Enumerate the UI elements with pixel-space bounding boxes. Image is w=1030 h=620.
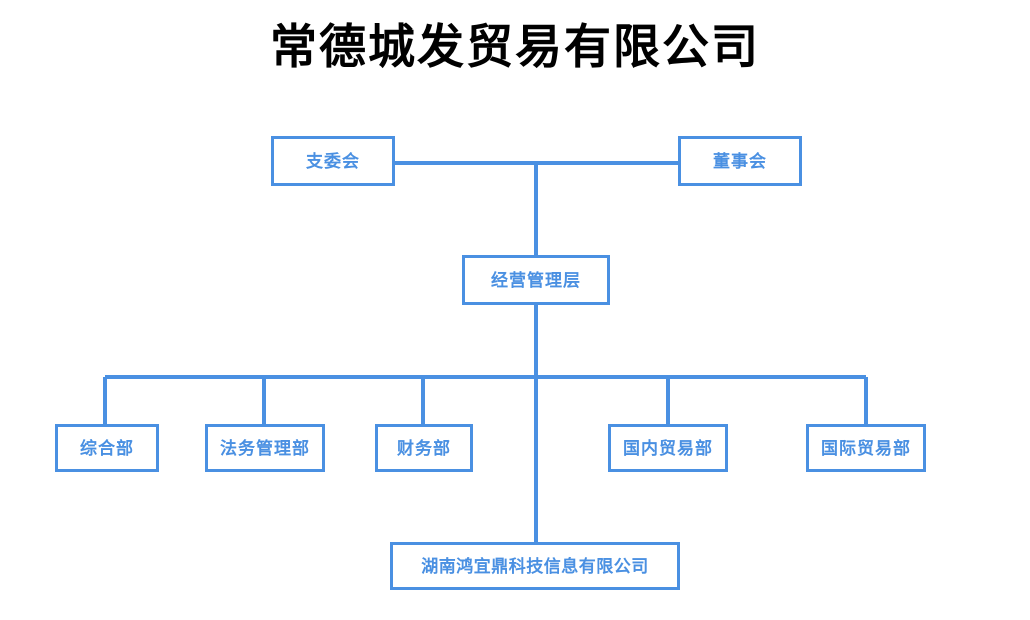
node-domestic-trade-department[interactable]: 国内贸易部 bbox=[608, 424, 728, 472]
page-title: 常德城发贸易有限公司 bbox=[270, 22, 760, 74]
node-management-layer[interactable]: 经营管理层 bbox=[462, 255, 610, 305]
node-subsidiary-company[interactable]: 湖南鸿宜鼎科技信息有限公司 bbox=[390, 542, 680, 590]
node-board-of-directors[interactable]: 董事会 bbox=[678, 136, 802, 186]
node-general-affairs-department[interactable]: 综合部 bbox=[55, 424, 159, 472]
node-party-committee[interactable]: 支委会 bbox=[271, 136, 395, 186]
node-international-trade-department[interactable]: 国际贸易部 bbox=[806, 424, 926, 472]
node-finance-department[interactable]: 财务部 bbox=[375, 424, 473, 472]
node-legal-management-department[interactable]: 法务管理部 bbox=[205, 424, 325, 472]
